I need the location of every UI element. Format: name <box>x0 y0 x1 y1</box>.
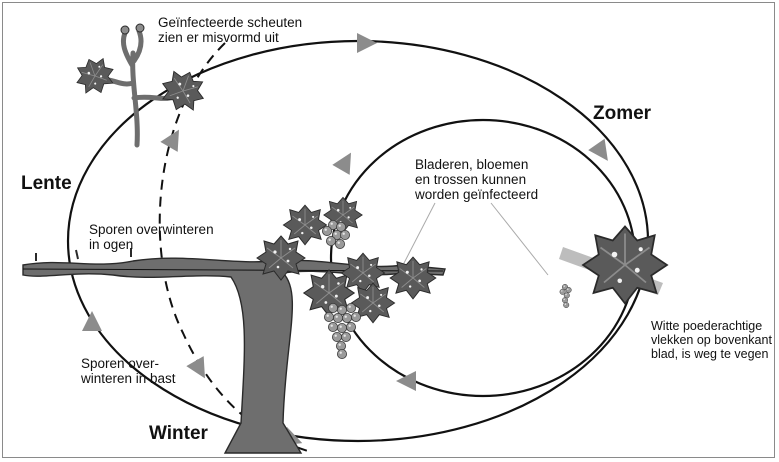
note-line: Bladeren, bloemen <box>415 157 538 172</box>
cycle-arrow <box>357 33 377 53</box>
pointer-line <box>491 203 548 275</box>
note-line: in ogen <box>89 237 214 252</box>
cycle-arrow <box>82 311 102 331</box>
note-leaves-flowers: Bladeren, bloemen en trossen kunnen word… <box>415 157 538 202</box>
cycle-arrow <box>332 148 359 175</box>
note-line: Geïnfecteerde scheuten <box>158 15 302 30</box>
note-line: vlekken op bovenkant <box>651 333 772 347</box>
note-spores-buds: Sporen overwinteren in ogen <box>89 222 214 252</box>
season-label-spring: Lente <box>21 173 72 195</box>
note-line: blad, is weg te vegen <box>651 347 772 361</box>
note-line: worden geïnfecteerd <box>415 187 538 202</box>
note-line: Sporen overwinteren <box>89 222 214 237</box>
note-infected-shoots: Geïnfecteerde scheuten zien er misvormd … <box>158 15 302 45</box>
note-line: zien er misvormd uit <box>158 30 302 45</box>
note-spores-bark: Sporen over- winteren in bast <box>81 356 176 386</box>
season-label-summer: Zomer <box>593 103 651 125</box>
season-label-winter: Winter <box>149 423 208 445</box>
pointer-line <box>403 203 435 265</box>
note-white-powder: Witte poederachtige vlekken op bovenkant… <box>651 319 772 361</box>
note-line: Witte poederachtige <box>651 319 772 333</box>
cycle-arrow <box>160 125 187 152</box>
note-line: winteren in bast <box>81 371 176 386</box>
diagram-frame: Lente Zomer Winter Geïnfecteerde scheute… <box>2 2 775 458</box>
note-line: en trossen kunnen <box>415 172 538 187</box>
note-line: Sporen over- <box>81 356 176 371</box>
infected-leaf-illustration <box>559 227 667 308</box>
